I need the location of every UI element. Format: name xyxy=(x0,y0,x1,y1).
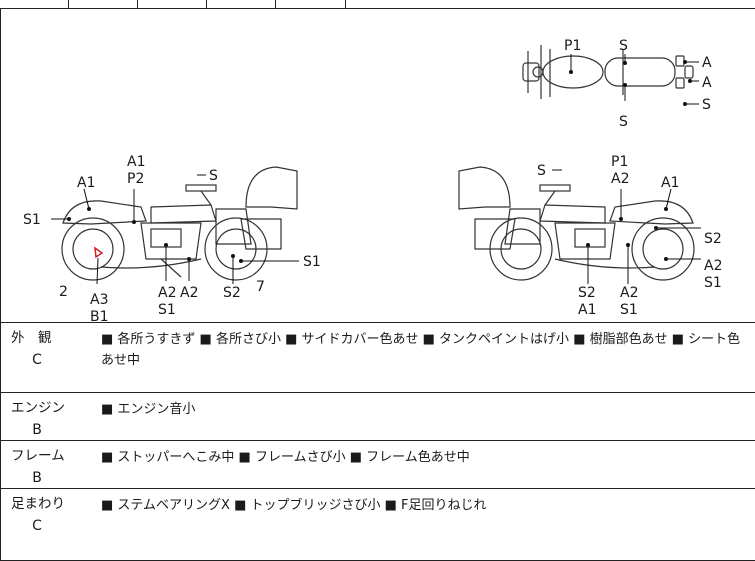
marker-dot xyxy=(623,61,627,65)
condition-notes: ■ 各所うすきず ■ 各所さび小 ■ サイドカバー色あせ ■ タンクペイントはげ… xyxy=(101,332,741,368)
label-a2-left: A2 xyxy=(158,285,176,301)
marker-dot xyxy=(688,79,692,83)
marker-dot xyxy=(619,217,623,221)
marker-dot xyxy=(231,254,235,258)
label-b1: B1 xyxy=(90,309,109,322)
header-cell xyxy=(206,0,276,8)
header-cell xyxy=(68,0,138,8)
label-s-right-view: S xyxy=(537,163,546,179)
header-cell xyxy=(0,0,69,8)
category-label: エンジン xyxy=(11,400,65,416)
label-s1-left-bottom: S1 xyxy=(158,302,176,318)
condition-row-exterior: 外 観 C ■ 各所うすきず ■ 各所さび小 ■ サイドカバー色あせ ■ タンク… xyxy=(0,323,755,393)
label-two: 2 xyxy=(59,284,68,300)
marker-dot xyxy=(569,70,573,74)
marker-dot xyxy=(664,207,668,211)
condition-row-engine: エンジン B ■ エンジン音小 xyxy=(0,393,755,441)
category-label: 足まわり xyxy=(11,496,65,512)
label-s-left: S xyxy=(209,168,218,184)
label-p2: P2 xyxy=(127,171,144,187)
condition-notes: ■ ストッパーへこみ中 ■ フレームさび小 ■ フレーム色あせ中 xyxy=(101,450,470,465)
label-s1-left: S1 xyxy=(23,212,41,228)
marker-dot xyxy=(626,243,630,247)
category-cell: エンジン B xyxy=(11,399,81,440)
condition-notes: ■ エンジン音小 xyxy=(101,402,196,417)
marker-dot xyxy=(683,60,687,64)
category-label: フレーム xyxy=(11,448,65,464)
grade-label: C xyxy=(32,352,42,368)
marker-dot xyxy=(87,207,91,211)
label-s-top: S xyxy=(619,38,628,54)
category-cell: 足まわり C xyxy=(11,495,81,536)
condition-row-frame: フレーム B ■ ストッパーへこみ中 ■ フレームさび小 ■ フレーム色あせ中 xyxy=(0,441,755,489)
marker-dot xyxy=(654,226,658,230)
marker-dot xyxy=(683,102,687,106)
label-a1-left-top: A1 xyxy=(127,154,145,170)
marker-dot xyxy=(664,257,668,261)
label-s-bottom: S xyxy=(619,114,628,130)
label-a1-right-bottom: A1 xyxy=(578,302,596,318)
label-a2-left-b: A2 xyxy=(180,285,198,301)
condition-row-suspension: 足まわり C ■ ステムベアリングX ■ トップブリッジさび小 ■ F足回りねじ… xyxy=(0,489,755,561)
label-s2-right: S2 xyxy=(704,231,722,247)
marker-dot xyxy=(132,220,136,224)
motorcycle-diagram-svg: P1 S A A S S A1 P2 A1 S S1 S1 2 A3 B1 A2… xyxy=(23,38,722,322)
top-view-motorcycle-icon xyxy=(522,45,694,99)
marker-dot xyxy=(67,217,71,221)
condition-notes: ■ ステムベアリングX ■ トップブリッジさび小 ■ F足回りねじれ xyxy=(101,498,487,513)
category-cell: フレーム B xyxy=(11,447,81,488)
grade-label: C xyxy=(32,518,42,534)
marker-dot xyxy=(239,259,243,263)
damage-marker-red xyxy=(94,246,104,259)
right-side-motorcycle-icon xyxy=(458,166,695,281)
label-s2-left: S2 xyxy=(223,285,241,301)
label-s-right: S xyxy=(702,97,711,113)
defect-markers xyxy=(67,60,692,263)
label-a-mid: A xyxy=(702,75,712,91)
label-a1-right: A1 xyxy=(661,175,679,191)
label-a2-right-top: A2 xyxy=(611,171,629,187)
marker-dot xyxy=(187,257,191,261)
damage-diagram: P1 S A A S S A1 P2 A1 S S1 S1 2 A3 B1 A2… xyxy=(0,9,755,323)
category-cell: 外 観 C xyxy=(11,329,81,370)
label-s1-right-bottom: S1 xyxy=(620,302,638,318)
leader-lines xyxy=(51,54,701,285)
marker-dot xyxy=(586,243,590,247)
header-cell xyxy=(275,0,346,8)
label-p1-right: P1 xyxy=(611,154,628,170)
label-a3: A3 xyxy=(90,292,108,308)
marker-dot xyxy=(164,243,168,247)
marker-dot xyxy=(623,83,627,87)
label-s1-right: S1 xyxy=(704,275,722,291)
left-side-motorcycle-icon xyxy=(61,166,298,281)
header-strip xyxy=(0,0,755,9)
header-cell xyxy=(137,0,207,8)
label-a-top: A xyxy=(702,55,712,71)
category-label: 外 観 xyxy=(11,330,52,346)
grade-label: B xyxy=(32,422,42,438)
label-p1-top: P1 xyxy=(564,38,581,54)
grade-label: B xyxy=(32,470,42,486)
label-a1-left: A1 xyxy=(77,175,95,191)
label-a2-right-bottom: A2 xyxy=(620,285,638,301)
label-seven: 7 xyxy=(256,279,265,295)
label-s2-right-bottom: S2 xyxy=(578,285,596,301)
label-a2-right: A2 xyxy=(704,258,722,274)
label-s1-right-of-left: S1 xyxy=(303,254,321,270)
